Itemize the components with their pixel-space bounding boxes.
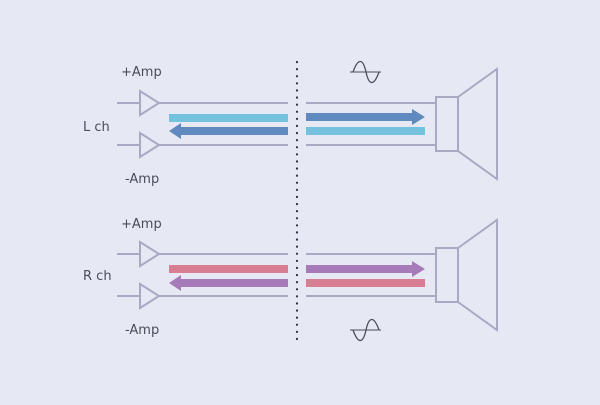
right-speaker-forward-arrow (306, 261, 425, 277)
right-speaker-return-bar (306, 279, 425, 287)
left-channel-plus-amp-label: +Amp (121, 65, 162, 80)
right-speaker-cone (457, 218, 498, 332)
right-channel-forward-bar (169, 265, 288, 273)
left-channel-forward-bar (169, 114, 288, 122)
left-channel-label: L ch (83, 120, 110, 135)
right-channel-minus-amp-label: -Amp (125, 323, 159, 338)
left-channel-minus-amp-label: -Amp (125, 172, 159, 187)
right-channel-plus-amplifier-triangle (139, 240, 161, 268)
right-speaker-coil (435, 247, 459, 303)
left-speaker-forward-arrow (306, 109, 425, 125)
left-speaker-coil (435, 96, 459, 152)
left-channel-plus-amplifier-triangle (139, 89, 161, 117)
left-channel-minus-amplifier-triangle (139, 131, 161, 159)
left-channel: +Amp L ch -Amp (83, 60, 498, 187)
right-channel: +Amp R ch -Amp (83, 217, 498, 342)
right-channel-plus-amp-label: +Amp (121, 217, 162, 232)
sine-wave-icon (352, 318, 380, 342)
sine-wave-icon (352, 60, 380, 84)
right-channel-label: R ch (83, 269, 112, 284)
left-speaker-return-bar (306, 127, 425, 135)
right-channel-return-arrow (169, 275, 288, 291)
left-speaker-cone (457, 67, 498, 181)
left-channel-return-arrow (169, 123, 288, 139)
right-channel-minus-amplifier-triangle (139, 282, 161, 310)
